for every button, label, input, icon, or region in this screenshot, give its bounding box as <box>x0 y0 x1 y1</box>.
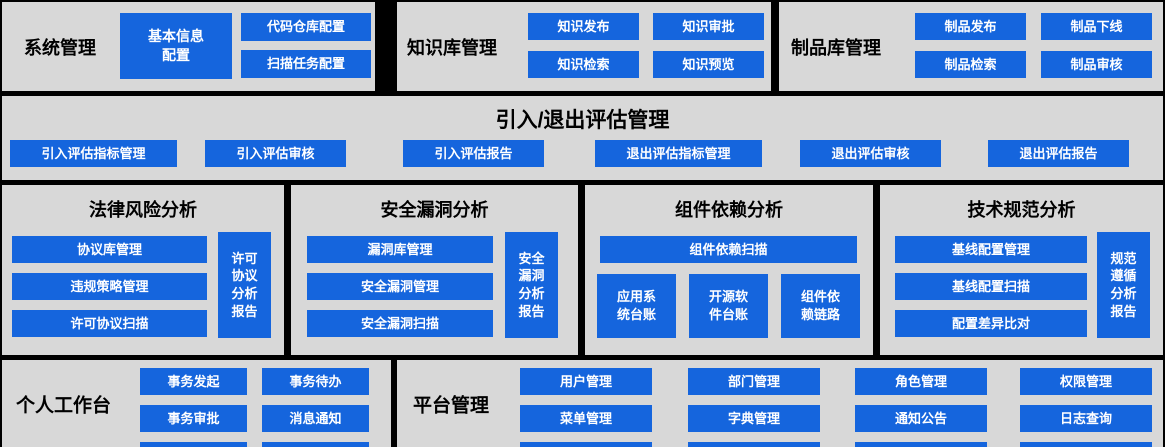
config-diff-compare-button[interactable]: 配置差异比对 <box>895 310 1087 337</box>
component-dependency-scan-button[interactable]: 组件依赖扫描 <box>600 236 857 263</box>
panel-security-vulnerability-analysis: 安全漏洞分析 漏洞库管理 安全漏洞管理 安全漏洞扫描 安全 漏洞 分析 报告 <box>291 185 578 355</box>
panel-title-legal-risk: 法律风险分析 <box>89 200 197 220</box>
baseline-config-mgmt-button[interactable]: 基线配置管理 <box>895 236 1087 263</box>
role-mgmt-button[interactable]: 角色管理 <box>855 368 987 395</box>
panel-title-system-management: 系统管理 <box>24 37 96 58</box>
menu-mgmt-button[interactable]: 菜单管理 <box>520 405 652 432</box>
partial-button-fragment <box>1020 442 1152 447</box>
exit-eval-report-button[interactable]: 退出评估报告 <box>988 140 1129 167</box>
panel-title-component-dependency: 组件依赖分析 <box>675 200 783 220</box>
task-todo-button[interactable]: 事务待办 <box>262 368 369 395</box>
permission-mgmt-button[interactable]: 权限管理 <box>1020 368 1152 395</box>
knowledge-publish-button[interactable]: 知识发布 <box>528 13 639 40</box>
partial-button-fragment <box>520 442 652 447</box>
partial-button-fragment <box>140 442 247 447</box>
panel-product-library-management: 制品库管理 制品发布 制品下线 制品检索 制品审核 <box>779 2 1163 91</box>
log-query-button[interactable]: 日志查询 <box>1020 405 1152 432</box>
scan-task-config-button[interactable]: 扫描任务配置 <box>241 50 371 78</box>
security-vuln-mgmt-button[interactable]: 安全漏洞管理 <box>307 273 493 300</box>
dict-mgmt-button[interactable]: 字典管理 <box>688 405 820 432</box>
product-offline-button[interactable]: 制品下线 <box>1041 13 1152 40</box>
product-publish-button[interactable]: 制品发布 <box>915 13 1026 40</box>
agreement-library-mgmt-button[interactable]: 协议库管理 <box>12 236 207 263</box>
panel-title-knowledge-base: 知识库管理 <box>407 37 497 58</box>
baseline-config-scan-button[interactable]: 基线配置扫描 <box>895 273 1087 300</box>
task-approve-button[interactable]: 事务审批 <box>140 405 247 432</box>
license-analysis-report-button[interactable]: 许可 协议 分析 报告 <box>218 232 271 338</box>
exit-eval-review-button[interactable]: 退出评估审核 <box>800 140 941 167</box>
partial-button-fragment <box>855 442 987 447</box>
panel-import-exit-evaluation-management: 引入/退出评估管理 引入评估指标管理 引入评估审核 引入评估报告 退出评估指标管… <box>2 96 1163 180</box>
import-eval-indicator-mgmt-button[interactable]: 引入评估指标管理 <box>10 140 177 167</box>
vuln-library-mgmt-button[interactable]: 漏洞库管理 <box>307 236 493 263</box>
panel-platform-management: 平台管理 用户管理 部门管理 角色管理 权限管理 菜单管理 字典管理 通知公告 … <box>397 360 1163 447</box>
notice-announcement-button[interactable]: 通知公告 <box>855 405 987 432</box>
violation-policy-mgmt-button[interactable]: 违规策略管理 <box>12 273 207 300</box>
panel-legal-risk-analysis: 法律风险分析 协议库管理 违规策略管理 许可协议扫描 许可 协议 分析 报告 <box>2 185 284 355</box>
panel-component-dependency-analysis: 组件依赖分析 组件依赖扫描 应用系 统台账 开源软 件台账 组件依 赖链路 <box>585 185 873 355</box>
panel-personal-workspace: 个人工作台 事务发起 事务待办 事务审批 消息通知 <box>2 360 391 447</box>
panel-title-platform-management: 平台管理 <box>413 395 490 416</box>
panel-title-product-library: 制品库管理 <box>791 37 881 58</box>
product-review-button[interactable]: 制品审核 <box>1041 51 1152 78</box>
basic-info-config-button[interactable]: 基本信息 配置 <box>120 13 232 79</box>
import-eval-report-button[interactable]: 引入评估报告 <box>403 140 544 167</box>
product-search-button[interactable]: 制品检索 <box>915 51 1026 78</box>
user-mgmt-button[interactable]: 用户管理 <box>520 368 652 395</box>
dependency-link-button[interactable]: 组件依 赖链路 <box>781 274 860 338</box>
oss-ledger-button[interactable]: 开源软 件台账 <box>689 274 768 338</box>
knowledge-preview-button[interactable]: 知识预览 <box>653 51 764 78</box>
security-vuln-report-button[interactable]: 安全 漏洞 分析 报告 <box>505 232 558 338</box>
partial-button-fragment <box>262 442 369 447</box>
knowledge-search-button[interactable]: 知识检索 <box>528 51 639 78</box>
panel-title-tech-spec: 技术规范分析 <box>967 200 1076 220</box>
panel-title-security-vuln: 安全漏洞分析 <box>380 200 489 220</box>
panel-title-evaluation: 引入/退出评估管理 <box>495 109 670 132</box>
panel-system-management: 系统管理 基本信息 配置 代码仓库配置 扫描任务配置 <box>2 2 375 91</box>
task-initiate-button[interactable]: 事务发起 <box>140 368 247 395</box>
code-repo-config-button[interactable]: 代码仓库配置 <box>241 13 371 41</box>
license-agreement-scan-button[interactable]: 许可协议扫描 <box>12 310 207 337</box>
panel-title-personal-workspace: 个人工作台 <box>16 395 112 416</box>
partial-button-fragment <box>688 442 820 447</box>
message-notify-button[interactable]: 消息通知 <box>262 405 369 432</box>
panel-knowledge-base-management: 知识库管理 知识发布 知识审批 知识检索 知识预览 <box>397 2 771 91</box>
security-vuln-scan-button[interactable]: 安全漏洞扫描 <box>307 310 493 337</box>
dept-mgmt-button[interactable]: 部门管理 <box>688 368 820 395</box>
spec-compliance-report-button[interactable]: 规范 遵循 分析 报告 <box>1097 232 1150 338</box>
exit-eval-indicator-mgmt-button[interactable]: 退出评估指标管理 <box>595 140 762 167</box>
panel-tech-spec-analysis: 技术规范分析 基线配置管理 基线配置扫描 配置差异比对 规范 遵循 分析 报告 <box>880 185 1163 355</box>
knowledge-approval-button[interactable]: 知识审批 <box>653 13 764 40</box>
app-system-ledger-button[interactable]: 应用系 统台账 <box>597 274 676 338</box>
import-eval-review-button[interactable]: 引入评估审核 <box>205 140 346 167</box>
